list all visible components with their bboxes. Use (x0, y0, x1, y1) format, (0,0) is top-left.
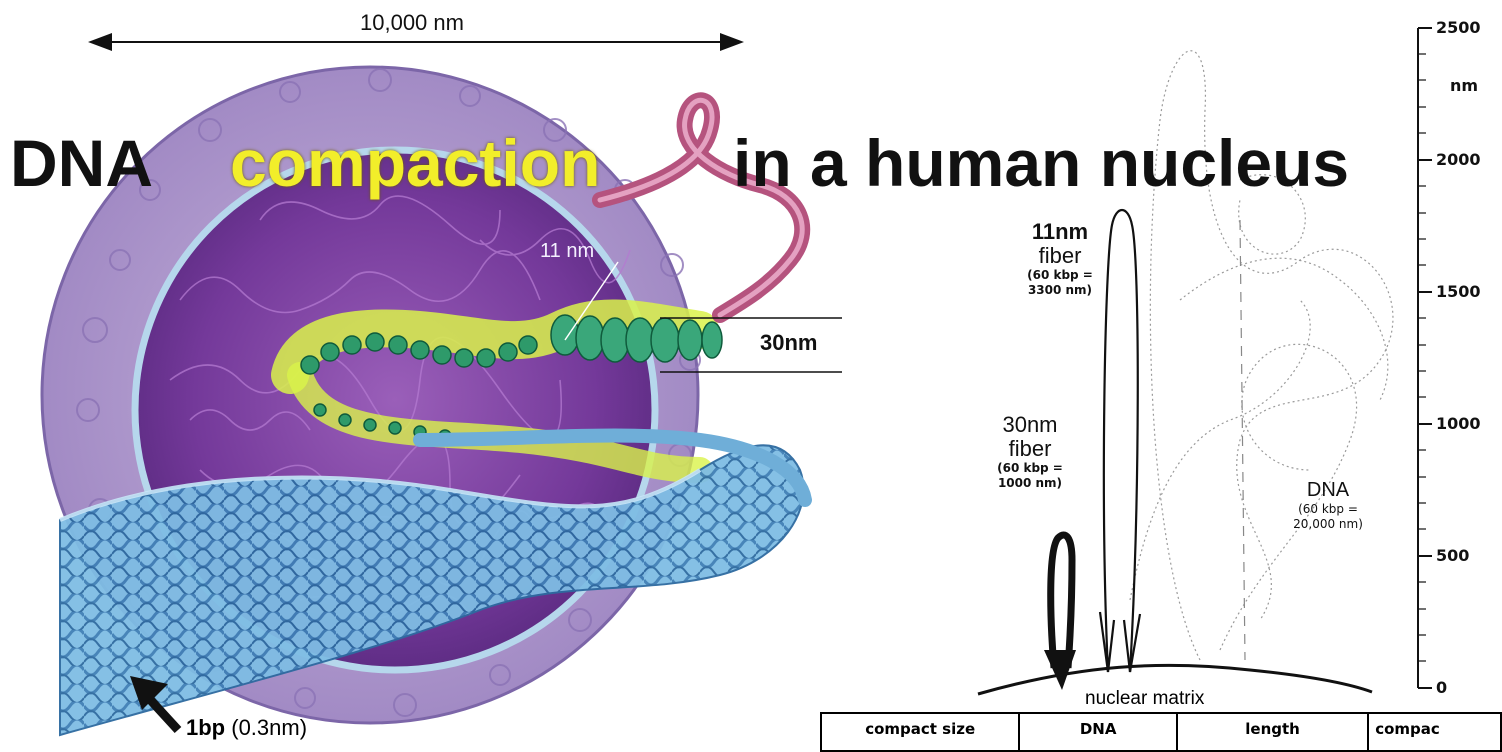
table-header: length (1177, 713, 1368, 751)
bp-label-size: (0.3nm) (231, 715, 307, 740)
f11-sub-2: 3300 nm) (1025, 283, 1095, 298)
eleven-nm-fiber-loop (1100, 210, 1140, 672)
axis-tick-2000: 2000 (1436, 150, 1481, 169)
scale-label: 10,000 nm (360, 10, 464, 36)
f30-sub-2: 1000 nm) (985, 476, 1075, 491)
f11-title-1: 11nm (1025, 220, 1095, 244)
f30-title-1: 30nm (985, 413, 1075, 437)
dna-title: DNA (1278, 478, 1378, 502)
title-dna: DNA (10, 128, 153, 198)
axis-tick-2500: 2500 (1436, 18, 1481, 37)
thirty-nm-fiber-loop (1051, 535, 1072, 668)
title-compaction: compaction (230, 128, 600, 198)
axis-tick-1500: 1500 (1436, 282, 1481, 301)
f30-sub-1: (60 kbp = (985, 461, 1075, 476)
eleven-nm-fiber-caption: 11nm fiber (60 kbp = 3300 nm) (1025, 220, 1095, 298)
thirty-nm-fiber-caption: 30nm fiber (60 kbp = 1000 nm) (985, 413, 1075, 491)
axis-tick-500: 500 (1436, 546, 1469, 565)
dna-tangle-dashed (1240, 220, 1245, 660)
bp-label: 1bp (0.3nm) (186, 715, 307, 741)
table-header: compact size (821, 713, 1019, 751)
axis-unit: nm (1450, 76, 1478, 95)
f30-title-2: fiber (985, 437, 1075, 461)
table-header: DNA (1019, 713, 1177, 751)
vertical-axis (1418, 28, 1432, 688)
nuclear-matrix-label: nuclear matrix (1085, 688, 1204, 710)
eleven-nm-label: 11 nm (540, 240, 594, 263)
table-header-row: compact size DNA length compac (821, 713, 1501, 751)
table-header: compac (1368, 713, 1501, 751)
bp-label-bold: 1bp (186, 715, 225, 740)
axis-tick-1000: 1000 (1436, 414, 1481, 433)
f11-title-2: fiber (1025, 244, 1095, 268)
axis-tick-0: 0 (1436, 678, 1447, 697)
dna-caption: DNA (60 kbp = 20,000 nm) (1278, 478, 1378, 532)
dna-sub-1: (60 kbp = (1278, 502, 1378, 517)
title-rest: in a human nucleus (733, 128, 1349, 198)
compaction-table: compact size DNA length compac (820, 712, 1502, 752)
f11-sub-1: (60 kbp = (1025, 268, 1095, 283)
thirty-nm-label: 30nm (760, 330, 817, 356)
dna-sub-2: 20,000 nm) (1278, 517, 1378, 532)
